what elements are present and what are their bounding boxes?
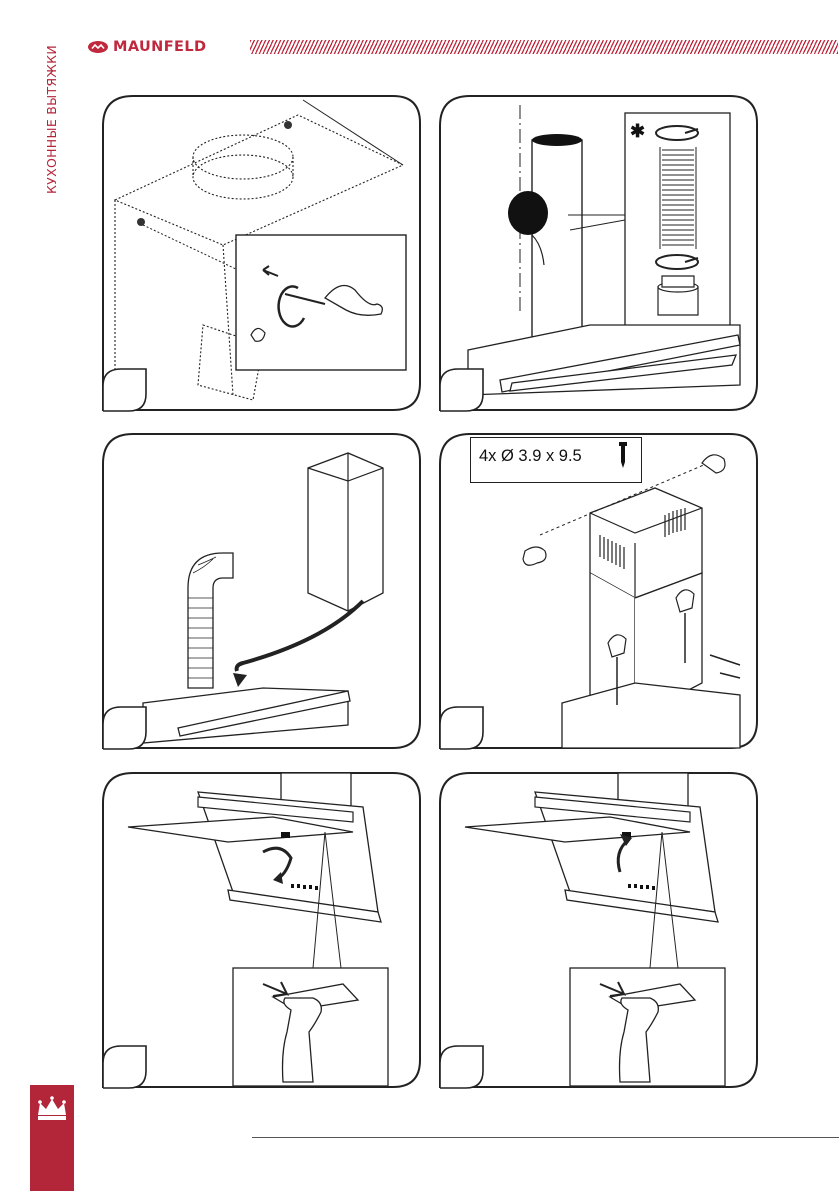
step-number-box (103, 1045, 147, 1089)
step-3-illustration (103, 433, 421, 749)
step-1-panel (103, 95, 421, 411)
side-section-title: КУХОННЫЕ ВЫТЯЖКИ (44, 45, 62, 205)
step-5-panel (103, 772, 421, 1088)
step-number-box (103, 706, 147, 750)
screw-spec-box: 4x Ø 3.9 x 9.5 (470, 437, 642, 483)
step-3-panel (103, 433, 421, 749)
header-hatch-stripe (250, 40, 838, 54)
step-5-illustration (103, 772, 421, 1088)
step-2-panel: ✱ (440, 95, 758, 411)
brand-name: MAUNFELD (113, 39, 206, 55)
step-1-illustration (103, 95, 421, 411)
footer-divider (252, 1137, 839, 1138)
step-6-panel (440, 772, 758, 1088)
step-number-box (440, 1045, 484, 1089)
maunfeld-logo-icon (87, 40, 109, 54)
svg-text:✱: ✱ (630, 121, 645, 141)
brand-logo: MAUNFELD (87, 38, 206, 56)
step-number-box (440, 706, 484, 750)
step-2-illustration: ✱ (440, 95, 758, 411)
footer-side-bar (30, 1085, 74, 1191)
step-number-box (440, 368, 484, 412)
crown-icon (34, 1095, 70, 1123)
step-6-illustration (440, 772, 758, 1088)
step-number-box (103, 368, 147, 412)
screw-icon (618, 442, 628, 468)
screw-spec-label: 4x Ø 3.9 x 9.5 (479, 447, 582, 466)
